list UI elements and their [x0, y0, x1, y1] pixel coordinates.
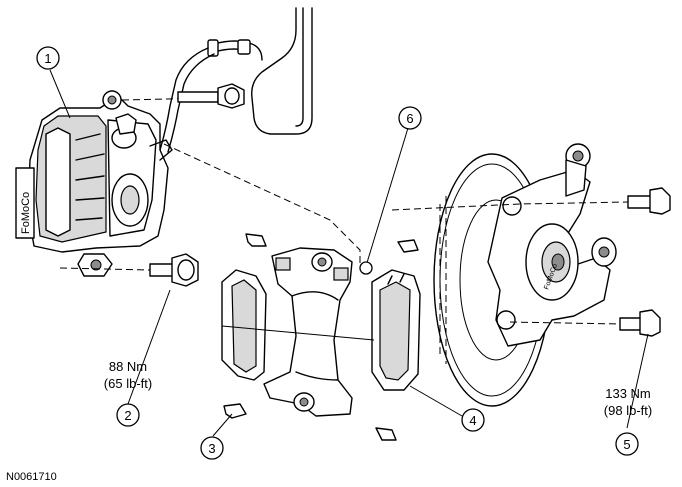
inner-brake-pad — [221, 269, 267, 381]
brake-caliper: FoMoCo — [15, 90, 173, 277]
torque-metric: 88 Nm — [109, 359, 147, 374]
svg-text:4: 4 — [469, 413, 476, 428]
anchor-bolt-upper — [391, 187, 671, 215]
torque-imperial: (98 lb-ft) — [604, 403, 652, 418]
torque-imperial: (65 lb-ft) — [104, 376, 152, 391]
callout-4: 4 — [461, 408, 485, 432]
caliper-logo-text: FoMoCo — [20, 192, 32, 234]
steering-knuckle: FoMoCo — [487, 143, 617, 347]
pad-alignment-line — [221, 325, 375, 341]
hose-banjo-bolt — [121, 83, 245, 109]
caliper-anchor-bracket — [263, 247, 353, 417]
callout-3: 3 — [200, 436, 224, 460]
callout-1: 1 — [36, 46, 60, 70]
svg-text:6: 6 — [406, 111, 413, 126]
svg-text:5: 5 — [623, 437, 630, 452]
anchor-bolt-lower — [509, 309, 661, 337]
svg-text:2: 2 — [124, 408, 131, 423]
torque-spec-callout-2: 88 Nm (65 lb-ft) — [104, 359, 152, 391]
svg-text:1: 1 — [44, 51, 51, 66]
figure-id: N0061710 — [6, 471, 57, 483]
guide-line-caliper — [163, 143, 361, 270]
caliper-fomoco-logo: FoMoCo — [15, 167, 35, 239]
caliper-bolt — [59, 253, 199, 287]
callout-5: 5 — [615, 432, 639, 456]
torque-metric: 133 Nm — [605, 386, 651, 401]
callout-6: 6 — [398, 106, 422, 130]
anti-rattle-clips — [223, 233, 419, 441]
svg-text:3: 3 — [208, 441, 215, 456]
torque-spec-callout-5: 133 Nm (98 lb-ft) — [604, 386, 652, 418]
callout-2: 2 — [116, 403, 140, 427]
outer-brake-pad — [371, 269, 421, 391]
brake-hose — [159, 7, 313, 153]
